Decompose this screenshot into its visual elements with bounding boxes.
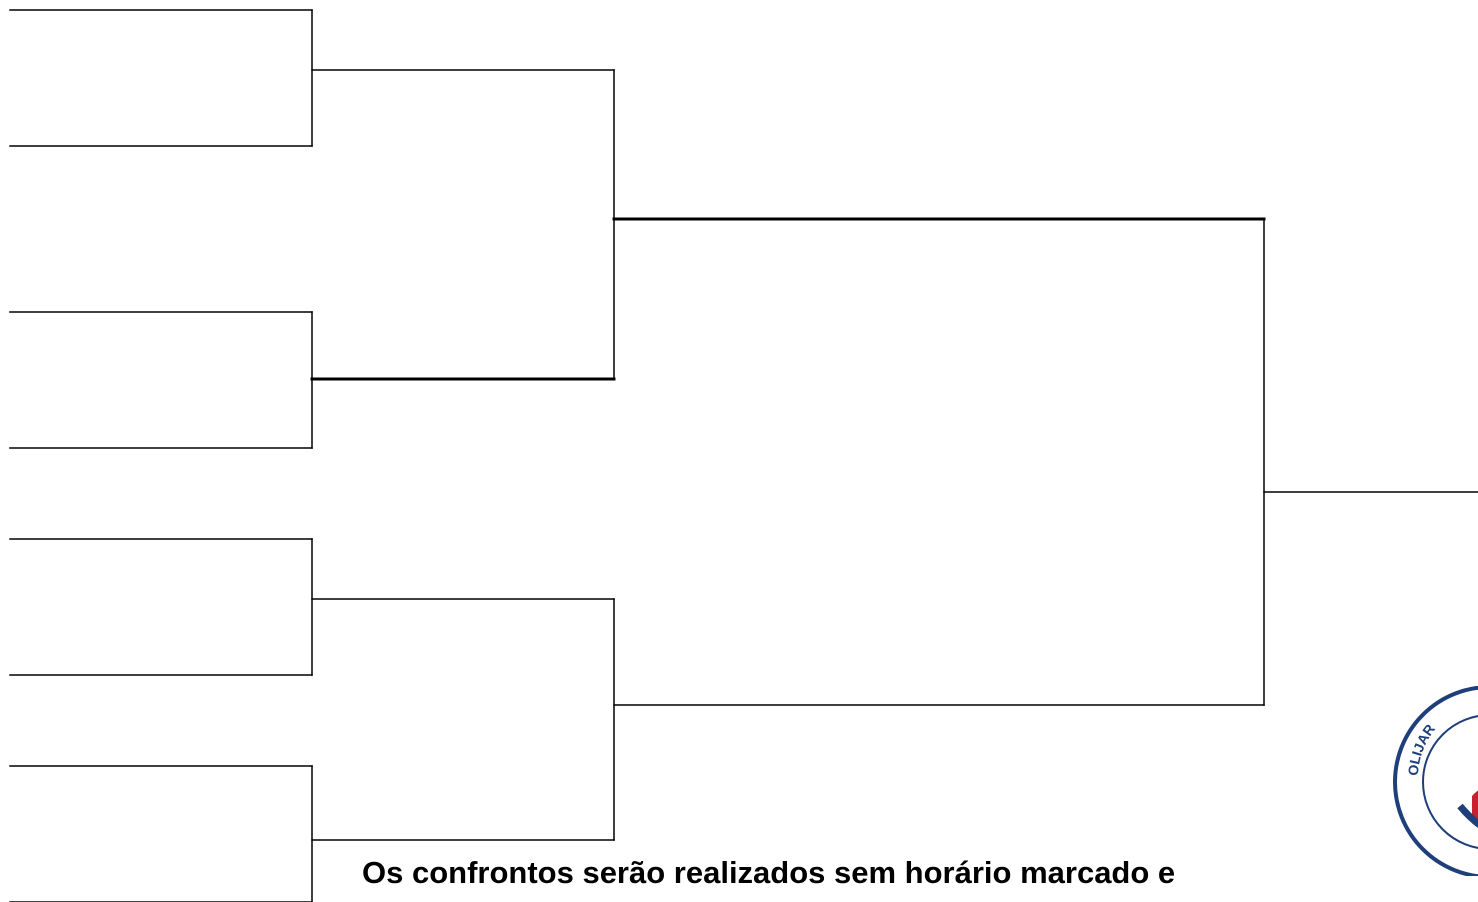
logo-ball-shape bbox=[1472, 790, 1478, 824]
league-logo: OLIJAR bbox=[1390, 686, 1478, 876]
footer-note: Os confrontos serão realizados sem horár… bbox=[362, 855, 1176, 890]
logo-swoosh bbox=[1457, 803, 1478, 828]
logo-inner-ring bbox=[1422, 715, 1478, 849]
logo-outer-ring bbox=[1393, 686, 1478, 876]
